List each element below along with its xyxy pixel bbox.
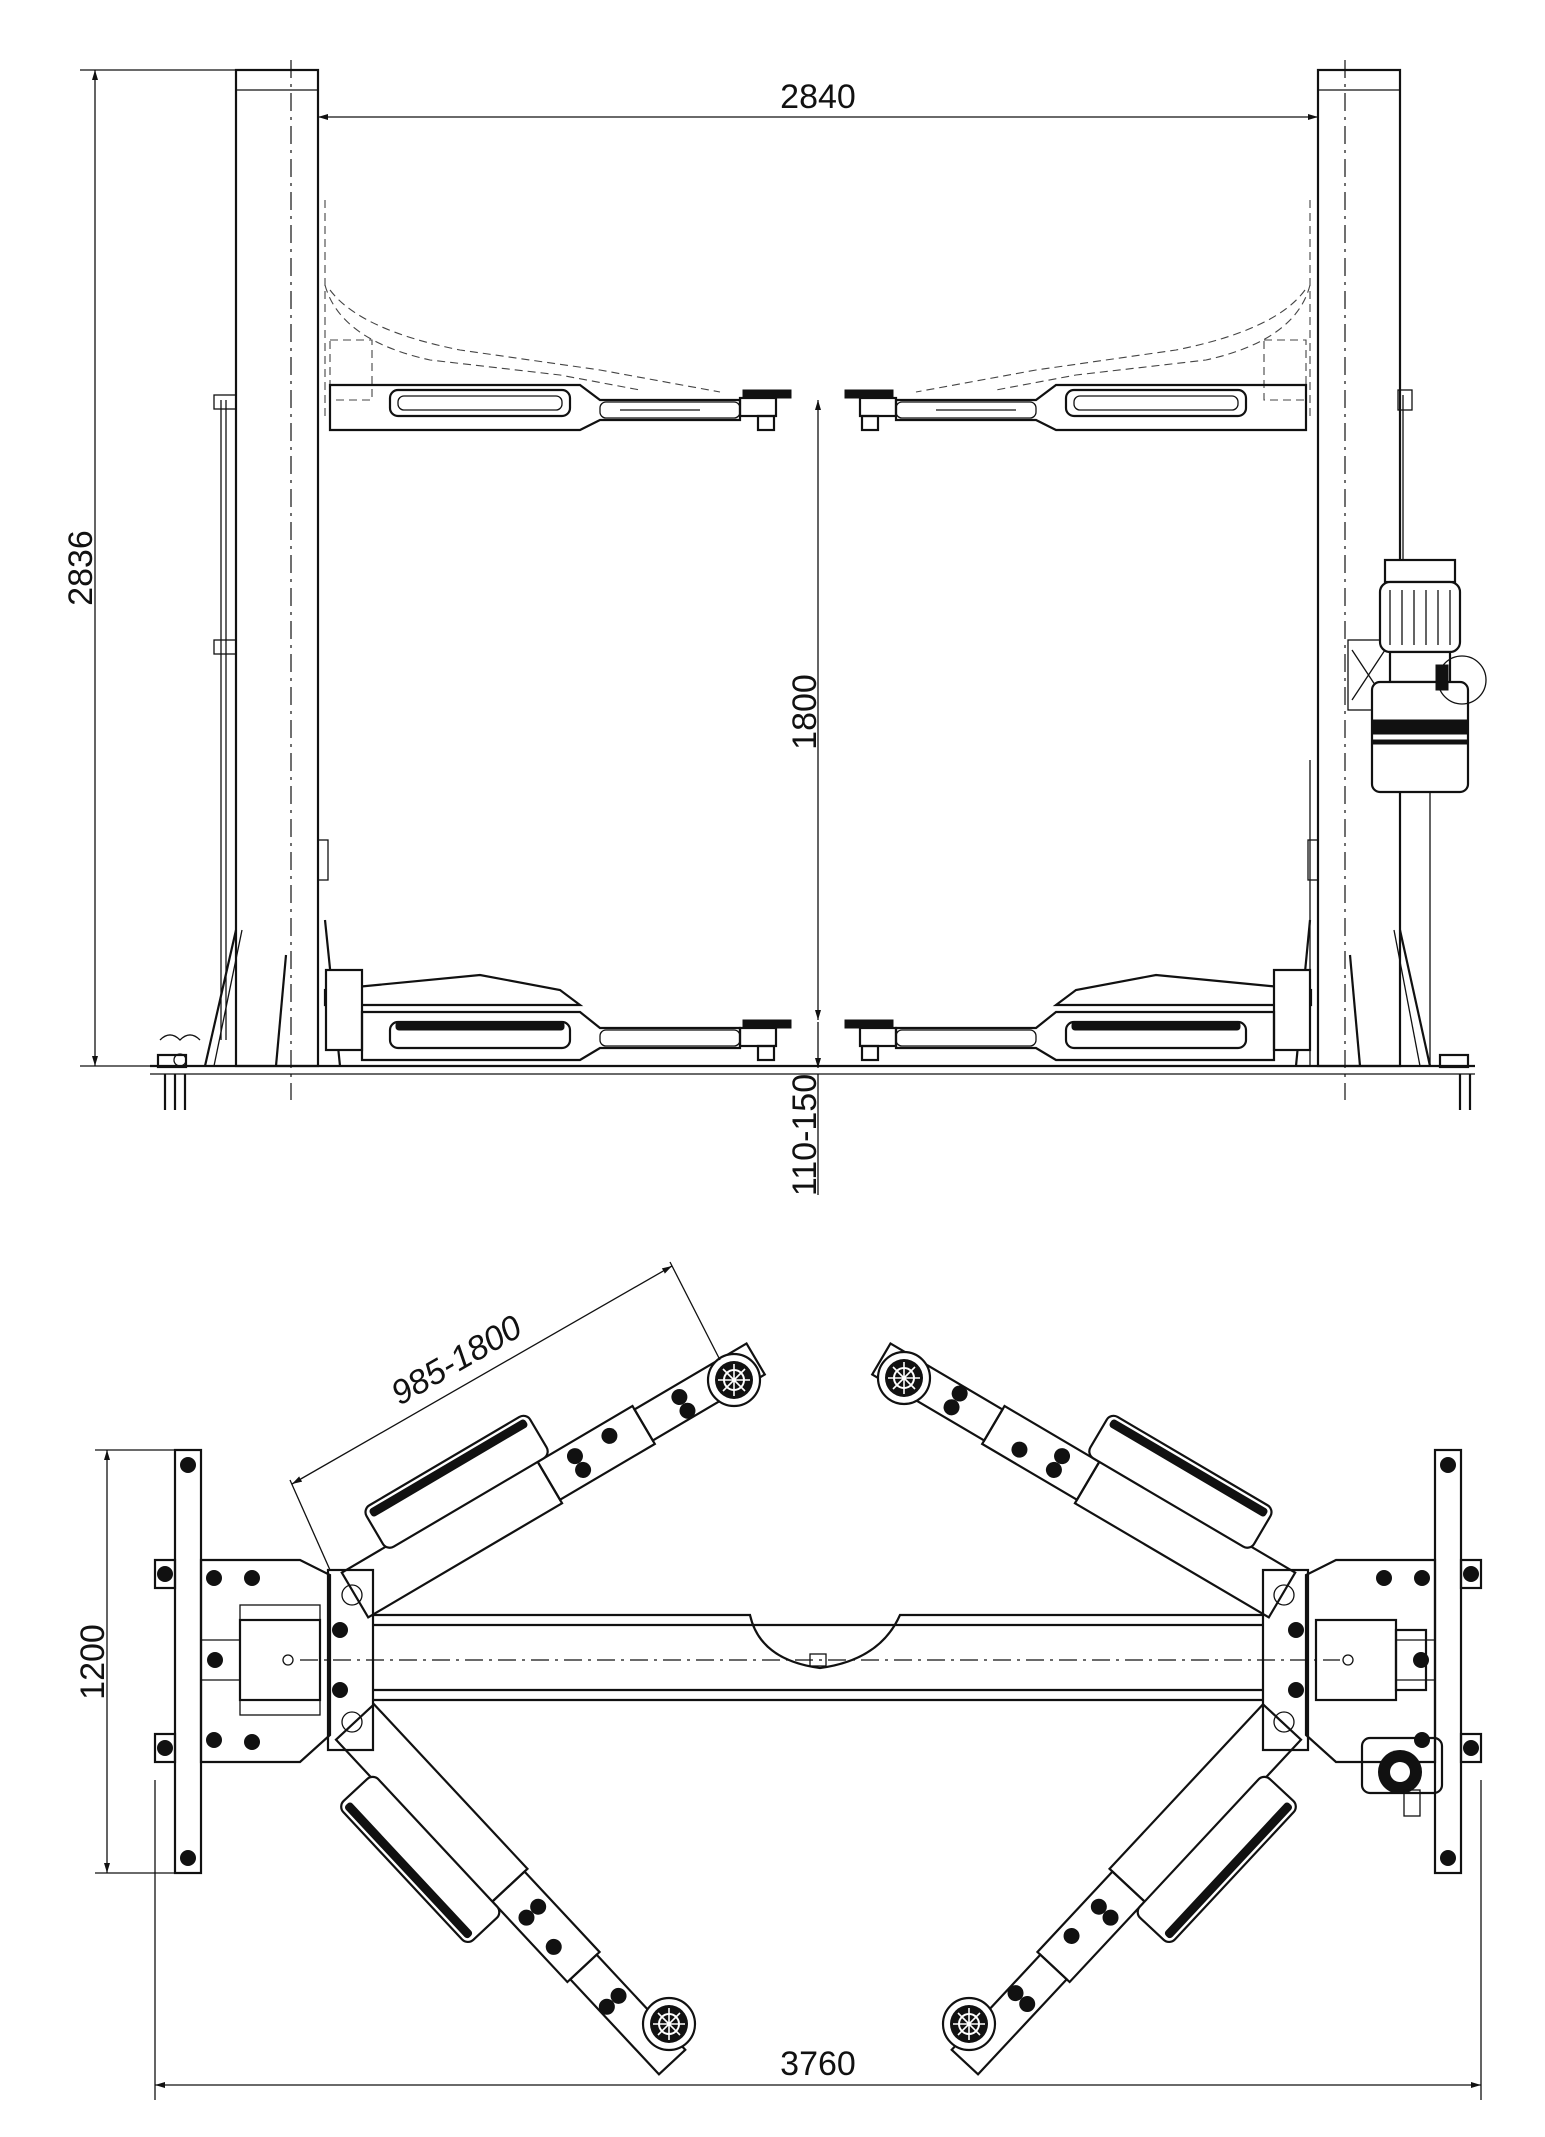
- floor-line: [150, 1064, 1475, 1075]
- dim-arm-reach: 985-1800: [289, 1261, 721, 1571]
- lowered-arm-right: [844, 968, 1313, 1062]
- dim-min-pad-height-label: 110-150: [786, 1074, 824, 1196]
- dim-overall-width: 3760: [154, 1780, 1482, 2100]
- right-baseplate: [1304, 1448, 1483, 1875]
- raised-arms-phantom: [324, 200, 1311, 420]
- floor-cover: [300, 1613, 1340, 1702]
- top-view: 985-1800 1200 3760: [74, 1261, 1483, 2100]
- arm-lower-left: [334, 1702, 697, 2076]
- dim-overall-width-label: 3760: [780, 2045, 856, 2083]
- dim-overall-height: 2836: [62, 69, 236, 1067]
- arm-upper-right: [870, 1341, 1297, 1619]
- dim-overall-height-label: 2836: [62, 530, 100, 606]
- dim-base-depth-label: 1200: [74, 1624, 112, 1700]
- front-view: 2836 2840 1800 110-150: [62, 60, 1487, 1196]
- dim-max-lift: 1800: [786, 400, 824, 1020]
- dim-max-lift-label: 1800: [786, 674, 824, 750]
- dim-clear-width: 2840: [318, 78, 1318, 120]
- power-unit: [1347, 558, 1487, 1066]
- left-column: [156, 60, 342, 1110]
- dim-clear-width-label: 2840: [780, 78, 856, 116]
- power-unit-top: [1360, 1736, 1444, 1817]
- dim-base-depth: 1200: [74, 1449, 175, 1874]
- lowered-arm-left: [323, 968, 792, 1062]
- raised-arm-right: [844, 383, 1308, 432]
- left-baseplate: [153, 1448, 332, 1875]
- arm-upper-left: [340, 1341, 767, 1619]
- dim-min-pad-height: 110-150: [786, 1022, 824, 1196]
- raised-arm-left: [328, 383, 792, 432]
- arm-lower-right: [941, 1702, 1303, 2076]
